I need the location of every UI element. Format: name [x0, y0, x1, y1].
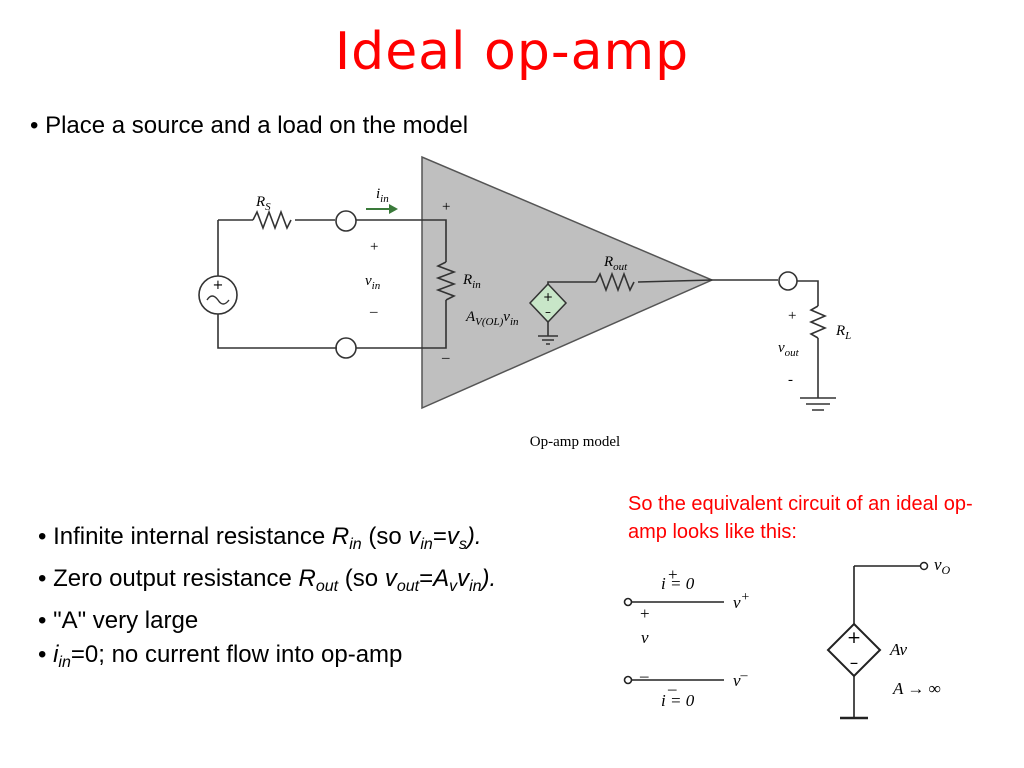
- ideal-i-bottom: i = 0: [661, 691, 695, 710]
- ideal-plus-terminal: [623, 597, 633, 607]
- label-minus-input: –: [441, 350, 450, 366]
- bullet-no-current: • iin=0; no current flow into op-amp: [38, 641, 403, 671]
- ideal-minus-terminal: [623, 675, 633, 685]
- intro-bullet: • Place a source and a load on the model: [30, 112, 469, 139]
- label-vin-plus: +: [370, 239, 378, 255]
- bullet-infinite-resistance: • Infinite internal resistance Rin (so v…: [38, 523, 482, 553]
- bullet-zero-output-resistance: • Zero output resistance Rout (so vout=A…: [38, 565, 497, 595]
- label-vin-minus: –: [369, 304, 378, 320]
- input-terminal-plus: [335, 210, 357, 232]
- ideal-plus-left: +: [640, 604, 650, 623]
- label-rout: Rout: [603, 254, 628, 273]
- dep-source-minus: –: [545, 305, 551, 319]
- label-vout-minus: -: [788, 372, 793, 388]
- model-caption: Op-amp model: [530, 434, 620, 450]
- slide-title: Ideal op-amp: [334, 22, 690, 82]
- source-wire-bottom: [217, 314, 337, 349]
- ideal-v-plus: v+: [733, 590, 750, 612]
- in-plus-wire: [356, 219, 447, 262]
- ideal-v-minus: v–: [733, 668, 749, 690]
- ideal-vo: vO: [934, 555, 951, 577]
- output-terminal: [778, 271, 798, 291]
- ideal-src-plus: +: [847, 628, 861, 648]
- dep-source-plus: +: [543, 290, 553, 304]
- ac-source-icon: [198, 275, 238, 315]
- rin-resistor: [435, 261, 457, 301]
- load-wire-top: [797, 280, 819, 306]
- ideal-minus-left: –: [639, 666, 649, 685]
- rout-wire: [637, 279, 713, 283]
- ideal-output-terminal: [919, 561, 929, 571]
- rs-resistor: [252, 209, 292, 231]
- property-bullets: • Infinite internal resistance Rin (so v…: [38, 520, 496, 680]
- label-vout: vout: [778, 340, 800, 359]
- label-rs: RS: [255, 194, 271, 213]
- dependent-source-icon: [528, 282, 568, 324]
- bullet-a-very-large: • "A" very large: [38, 607, 199, 634]
- rl-resistor: [808, 305, 828, 339]
- label-vout-plus: +: [788, 308, 796, 324]
- label-vin: vin: [365, 273, 381, 292]
- ideal-v-label: v: [641, 628, 649, 647]
- label-gain: AV(OL)vin: [465, 309, 519, 328]
- equivalent-circuit-note: So the equivalent circuit of an ideal op…: [628, 493, 973, 543]
- ideal-minus-bottom: –: [667, 679, 677, 698]
- ideal-av: Av: [889, 640, 907, 659]
- ground-symbol: [538, 335, 558, 345]
- load-ground-symbol: [800, 397, 836, 411]
- ideal-a-inf: A → ∞: [892, 679, 941, 698]
- label-plus-input: +: [442, 199, 450, 215]
- label-rl: RL: [835, 323, 851, 342]
- iin-arrow: [366, 204, 398, 214]
- ideal-plus-top: +: [668, 565, 678, 584]
- rout-resistor: [595, 271, 635, 293]
- label-rin: Rin: [462, 272, 481, 291]
- ideal-dependent-source-icon: [826, 622, 882, 678]
- input-terminal-minus: [335, 337, 357, 359]
- ideal-i-top: i = 0: [661, 574, 695, 593]
- in-minus-wire: [356, 300, 447, 349]
- ideal-src-minus: –: [850, 653, 859, 673]
- label-iin: iin: [376, 186, 389, 205]
- ac-source-plus: +: [213, 278, 224, 293]
